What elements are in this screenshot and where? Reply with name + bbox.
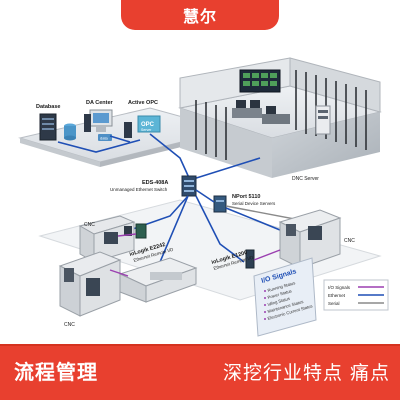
cnc-left-label: CNC	[84, 222, 95, 228]
nport-desc: Serial Device Servers	[232, 201, 276, 206]
cnc-right-label: CNC	[344, 238, 355, 244]
network-diagram-svg: Database data DA Center OPC Server Activ…	[18, 57, 389, 337]
brand-title: 慧尔	[121, 0, 279, 30]
ethernet-links-upper	[57, 133, 261, 181]
dnc-server-label: DNC Server	[292, 176, 319, 182]
database-label: Database	[36, 104, 60, 110]
database-server: Database	[36, 104, 76, 141]
eds-408a-label: EDS-408A	[142, 180, 168, 186]
da-center: data DA Center	[84, 100, 114, 141]
cnc-center-machine	[118, 257, 198, 303]
legend-label-io: I/O Signals	[328, 285, 351, 290]
network-diagram: Database data DA Center OPC Server Activ…	[0, 30, 400, 344]
footer-left-title: 流程管理	[14, 360, 98, 384]
cnc-bottom-machine	[58, 251, 122, 317]
iologik-e1200-module	[245, 249, 255, 269]
cnc-right-machine	[278, 209, 342, 269]
legend-label-serial: Serial	[328, 301, 340, 306]
io-panel-item: Idling Status	[267, 296, 291, 307]
io-signal-links	[109, 233, 281, 277]
cnc-bottom-label: CNC	[64, 322, 75, 328]
legend: I/O Signals Ethernet Serial	[323, 279, 389, 311]
nport-5110: NPort 5110 Serial Device Servers	[213, 194, 276, 213]
eds-408a-desc: Unmanaged Ethernet Switch	[110, 187, 168, 192]
eds-408a-switch: EDS-408A Unmanaged Ethernet Switch	[110, 175, 197, 197]
active-opc-server: OPC Server Active OPC	[124, 100, 161, 138]
top-banner: 慧尔	[0, 0, 400, 30]
cnc-left-machine	[78, 215, 136, 263]
bottom-banner: 流程管理 深挖行业特点 痛点	[0, 344, 400, 400]
opc-badge-label: OPC	[141, 122, 155, 128]
io-panel-item: Power Status	[267, 288, 292, 300]
control-room	[178, 57, 382, 178]
nport-label: NPort 5110	[232, 194, 260, 200]
bottom-divider	[0, 344, 400, 346]
da-center-label: DA Center	[86, 100, 114, 106]
legend-label-ethernet: Ethernet	[328, 293, 346, 298]
opc-server-label: Server	[141, 128, 152, 132]
active-opc-label: Active OPC	[128, 100, 158, 106]
iologik-e2242-module	[135, 223, 147, 239]
io-signals-panel: I/O Signals Running Status Power Status …	[253, 257, 317, 337]
footer-right-tagline: 深挖行业特点 痛点	[222, 362, 390, 384]
data-tag-label: data	[100, 136, 109, 141]
